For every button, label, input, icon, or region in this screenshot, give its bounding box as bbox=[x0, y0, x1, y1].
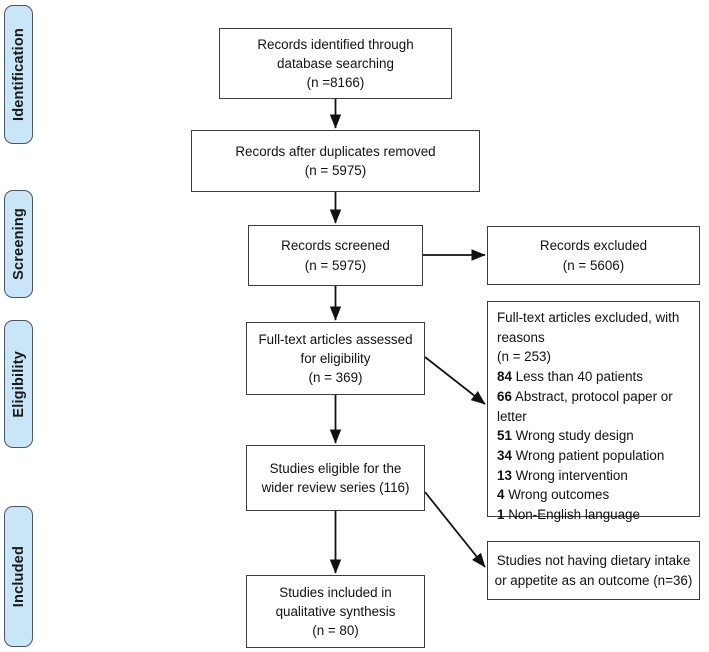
reason-count: 51 bbox=[497, 428, 512, 444]
reason-text: Wrong outcomes bbox=[508, 487, 610, 503]
duplicates-removed-line2: (n = 5975) bbox=[304, 163, 367, 178]
fulltext-assessed-line3: (n = 369) bbox=[308, 370, 363, 386]
fulltext-excluded-line1: Full-text articles excluded, with bbox=[497, 310, 680, 325]
box-fulltext-assessed-text: Full-text articles assessed for eligibil… bbox=[253, 330, 418, 387]
box-duplicates-removed: Records after duplicates removed (n = 59… bbox=[191, 130, 480, 192]
stage-label-eligibility: Eligibility bbox=[4, 320, 33, 448]
box-records-excluded: Records excluded (n = 5606) bbox=[487, 226, 700, 285]
reason-count: 34 bbox=[497, 447, 512, 463]
box-studies-not-having-outcome: Studies not having dietary intake or app… bbox=[487, 541, 700, 600]
fulltext-assessed-line1: Full-text articles assessed bbox=[258, 331, 413, 347]
box-studies-eligible: Studies eligible for the wider review se… bbox=[246, 445, 425, 511]
reason-item: 51 Wrong study design bbox=[497, 426, 691, 446]
box-records-screened: Records screened (n = 5975) bbox=[248, 225, 423, 286]
records-identified-line1: Records identified through bbox=[257, 36, 414, 52]
studies-not-having-line2: or appetite as an outcome (n=36) bbox=[494, 572, 693, 588]
records-excluded-line1: Records excluded bbox=[539, 238, 648, 254]
box-studies-eligible-text: Studies eligible for the wider review se… bbox=[253, 459, 418, 497]
reason-text: letter bbox=[497, 408, 527, 424]
box-records-identified: Records identified through database sear… bbox=[219, 28, 452, 99]
studies-eligible-line1: Studies eligible for the bbox=[269, 460, 402, 476]
fulltext-assessed-line2: for eligibility bbox=[300, 350, 371, 366]
studies-included-line1: Studies included in bbox=[279, 584, 392, 600]
records-identified-line2: database searching bbox=[277, 55, 394, 71]
reason-text: Non-English language bbox=[508, 507, 640, 523]
duplicates-removed-line1: Records after duplicates removed bbox=[235, 143, 436, 159]
reason-count: 84 bbox=[497, 369, 512, 385]
reason-item: letter bbox=[497, 407, 691, 427]
box-fulltext-assessed: Full-text articles assessed for eligibil… bbox=[246, 322, 425, 395]
box-records-identified-text: Records identified through database sear… bbox=[226, 35, 445, 92]
reason-count: 4 bbox=[497, 487, 505, 503]
stage-label-screening: Screening bbox=[4, 190, 33, 298]
box-fulltext-excluded-reasons: Full-text articles excluded, with reason… bbox=[487, 301, 700, 522]
studies-included-line3: (n = 80) bbox=[312, 623, 359, 639]
records-screened-line1: Records screened bbox=[281, 238, 390, 254]
reason-text: Wrong study design bbox=[515, 428, 634, 444]
reason-text: Wrong patient population bbox=[515, 447, 665, 463]
reason-item: 13 Wrong intervention bbox=[497, 466, 691, 486]
reason-count: 13 bbox=[497, 467, 512, 483]
reason-count: 1 bbox=[497, 507, 505, 523]
records-excluded-line2: (n = 5606) bbox=[562, 257, 625, 273]
reason-item: 66 Abstract, protocol paper or bbox=[497, 387, 691, 407]
fulltext-excluded-line3: (n = 253) bbox=[497, 349, 551, 365]
stage-label-identification-text: Identification bbox=[10, 27, 27, 122]
stage-label-screening-text: Screening bbox=[10, 208, 27, 280]
studies-not-having-line1: Studies not having dietary intake bbox=[496, 553, 691, 569]
records-screened-line2: (n = 5975) bbox=[304, 257, 367, 273]
records-identified-line3: (n =8166) bbox=[306, 75, 365, 91]
box-duplicates-removed-text: Records after duplicates removed (n = 59… bbox=[198, 142, 473, 180]
box-fulltext-excluded-reasons-text: Full-text articles excluded, with reason… bbox=[497, 308, 691, 525]
box-studies-included: Studies included in qualitative synthesi… bbox=[246, 575, 425, 648]
box-records-excluded-text: Records excluded (n = 5606) bbox=[494, 236, 693, 274]
stage-label-included-text: Included bbox=[10, 545, 27, 608]
reason-count: 66 bbox=[497, 388, 512, 404]
reason-text: Wrong intervention bbox=[515, 467, 628, 483]
studies-included-line2: qualitative synthesis bbox=[275, 603, 396, 619]
reason-item: 34 Wrong patient population bbox=[497, 446, 691, 466]
reason-item: 4 Wrong outcomes bbox=[497, 485, 691, 505]
reason-text: Less than 40 patients bbox=[515, 369, 643, 385]
reason-text: Abstract, protocol paper or bbox=[514, 388, 673, 404]
reason-item: 84 Less than 40 patients bbox=[497, 367, 691, 387]
stage-label-included: Included bbox=[4, 506, 33, 647]
studies-eligible-line2: wider review series (116) bbox=[261, 480, 410, 495]
stage-label-identification: Identification bbox=[4, 5, 33, 144]
fulltext-excluded-line2: reasons bbox=[497, 329, 545, 345]
stage-label-eligibility-text: Eligibility bbox=[10, 350, 27, 418]
box-studies-included-text: Studies included in qualitative synthesi… bbox=[253, 583, 418, 640]
box-studies-not-having-outcome-text: Studies not having dietary intake or app… bbox=[494, 551, 693, 589]
box-records-screened-text: Records screened (n = 5975) bbox=[255, 236, 416, 274]
reason-item: 1 Non-English language bbox=[497, 505, 691, 525]
